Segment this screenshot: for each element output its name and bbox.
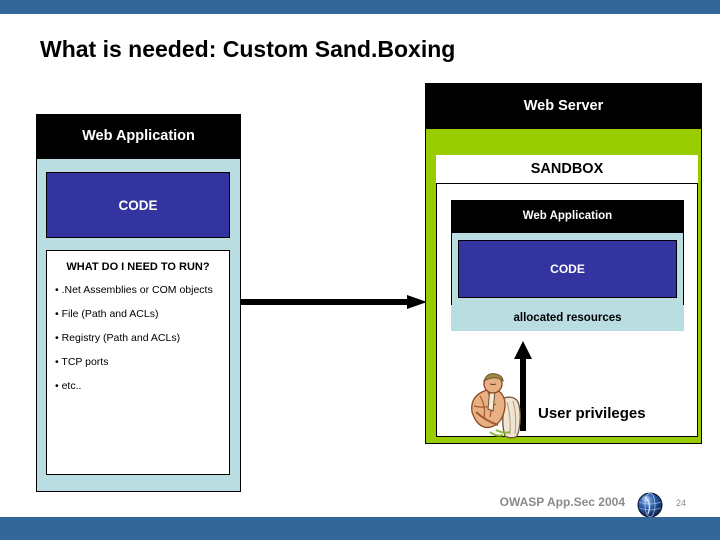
requirements-item: • TCP ports [55, 356, 109, 368]
seated-person-clipart-icon [460, 372, 540, 440]
requirements-note-box: WHAT DO I NEED TO RUN? • .Net Assemblies… [46, 250, 230, 475]
arrow-shaft [241, 299, 409, 305]
left-web-application-header: Web Application [36, 114, 241, 158]
allocated-resources-text: allocated resources [513, 312, 622, 324]
requirements-item: • .Net Assemblies or COM objects [55, 284, 213, 296]
user-privileges-text: User privileges [538, 405, 646, 422]
requirements-item: • etc.. [55, 380, 82, 392]
sandbox-web-application-header: Web Application [451, 200, 684, 232]
sandbox-code-box: CODE [458, 240, 677, 298]
sandbox-web-application-header-label: Web Application [522, 210, 613, 222]
arrow-head [407, 295, 427, 309]
left-web-application-header-label: Web Application [82, 128, 195, 144]
sandbox-title-label: SANDBOX [530, 161, 604, 177]
page-number: 24 [676, 498, 687, 508]
flow-arrow-right-icon [241, 295, 427, 309]
page-title: What is needed: Custom Sand.Boxing [40, 36, 456, 62]
footer-brand: OWASP App.Sec 2004 [499, 495, 625, 509]
arrow-shaft [520, 355, 526, 431]
web-server-header-label: Web Server [523, 97, 604, 114]
web-server-header: Web Server [425, 83, 702, 128]
flow-arrow-up-icon [514, 341, 532, 431]
left-code-box: CODE [46, 172, 230, 238]
requirements-item: • Registry (Path and ACLs) [55, 332, 181, 344]
sandbox-title: SANDBOX [436, 155, 698, 184]
owasp-globe-logo-icon [636, 491, 664, 519]
allocated-resources-label: allocated resources [451, 305, 684, 331]
bottom-accent-bar [0, 517, 720, 540]
sandbox-code-label: CODE [550, 262, 585, 276]
top-accent-bar [0, 0, 720, 14]
arrow-head [514, 341, 532, 359]
user-privileges-label: User privileges [538, 405, 698, 427]
left-code-label: CODE [118, 197, 158, 213]
requirements-title: WHAT DO I NEED TO RUN? [66, 261, 210, 273]
requirements-item: • File (Path and ACLs) [55, 308, 159, 320]
